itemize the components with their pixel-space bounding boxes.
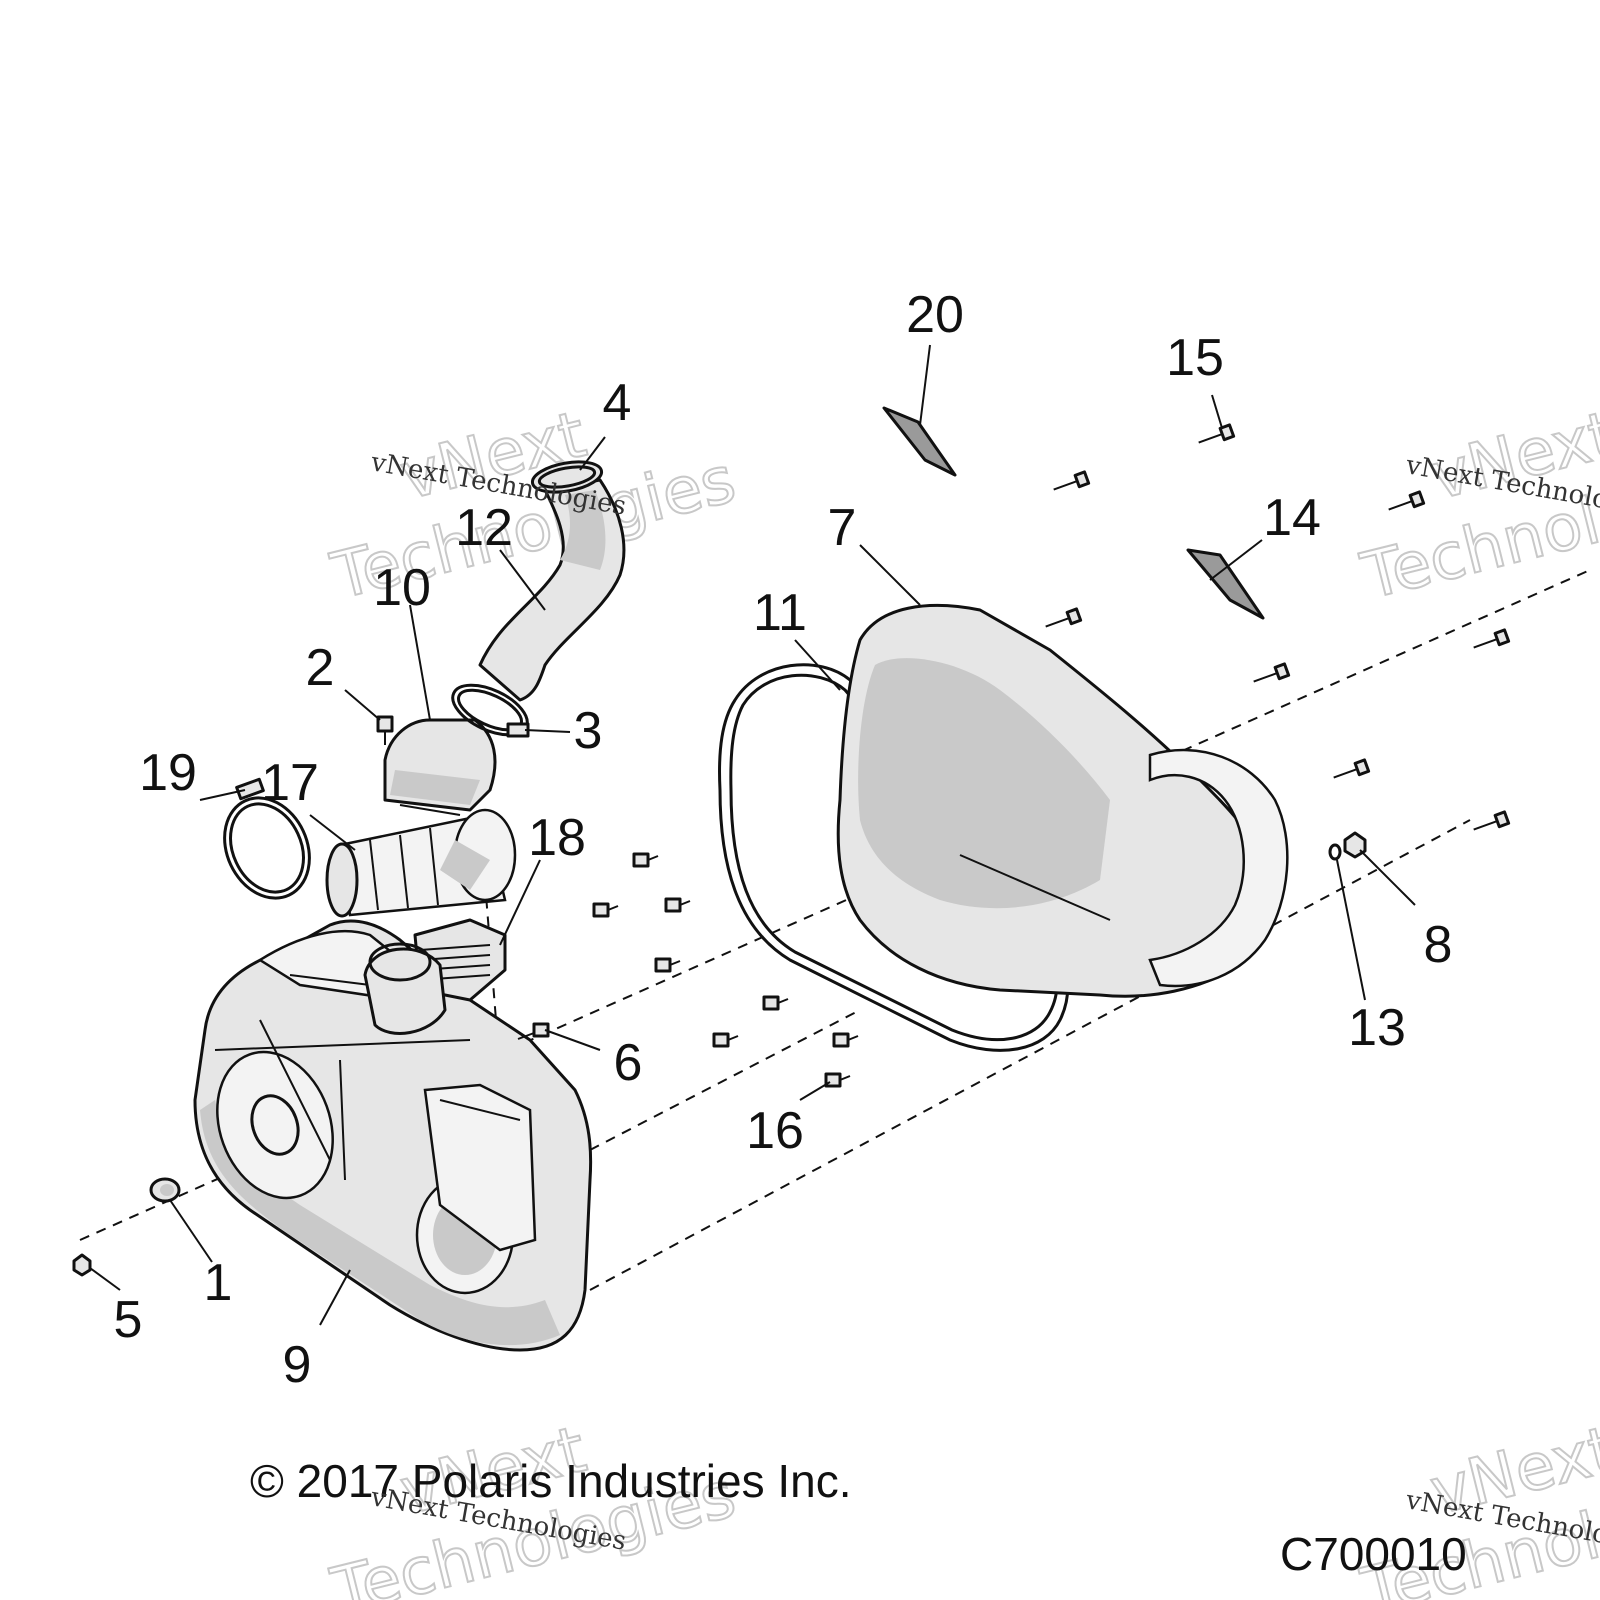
cap-1: [149, 1177, 181, 1203]
callout-7: 7: [828, 499, 857, 557]
hose-clamp-lower: [451, 683, 530, 738]
intake-hose: [478, 478, 626, 702]
callout-10: 10: [373, 559, 431, 617]
decal-20: [882, 406, 957, 477]
callout-13: 13: [1348, 999, 1406, 1057]
callout-16: 16: [746, 1102, 804, 1160]
bolt-2: [376, 715, 394, 745]
bolt-6: [517, 1022, 550, 1040]
inner-clutch-cover: [193, 919, 593, 1352]
copyright-notice: © 2017 Polaris Industries Inc.: [250, 1455, 852, 1507]
callout-12: 12: [455, 499, 513, 557]
callout-15: 15: [1166, 329, 1224, 387]
washer-13: [1328, 843, 1342, 861]
callout-4: 4: [603, 374, 632, 432]
leader-lines: [89, 344, 1416, 1326]
hose-clamp-upper: [530, 460, 604, 494]
figure-code: C700010: [1280, 1528, 1467, 1580]
callout-2: 2: [306, 639, 335, 697]
callout-14: 14: [1263, 489, 1321, 547]
callout-6: 6: [614, 1034, 643, 1092]
callout-17: 17: [261, 754, 319, 812]
cover-seal: [718, 663, 1070, 1052]
inlet-duct-elbow: [363, 942, 447, 1035]
outer-clutch-cover: [836, 604, 1289, 998]
callout-numbers: 1 2 3 4 5 6 7 8 9 10 11 12 13 14 15 16 1…: [114, 286, 1453, 1394]
screws-group-15: [1045, 423, 1511, 831]
nut-5: [72, 1253, 92, 1277]
bolts-group-16: [592, 852, 859, 1088]
callout-9: 9: [283, 1336, 312, 1394]
decal-14: [1186, 548, 1265, 620]
callout-8: 8: [1424, 916, 1453, 974]
clamp-ring: [223, 777, 311, 900]
intake-screen: [325, 808, 517, 918]
callout-18: 18: [528, 809, 586, 867]
duct-adapter: [383, 718, 497, 816]
callout-5: 5: [114, 1291, 143, 1349]
callout-20: 20: [906, 286, 964, 344]
callout-3: 3: [574, 702, 603, 760]
callout-1: 1: [204, 1254, 233, 1312]
callout-19: 19: [139, 744, 197, 802]
callout-11: 11: [753, 584, 807, 642]
